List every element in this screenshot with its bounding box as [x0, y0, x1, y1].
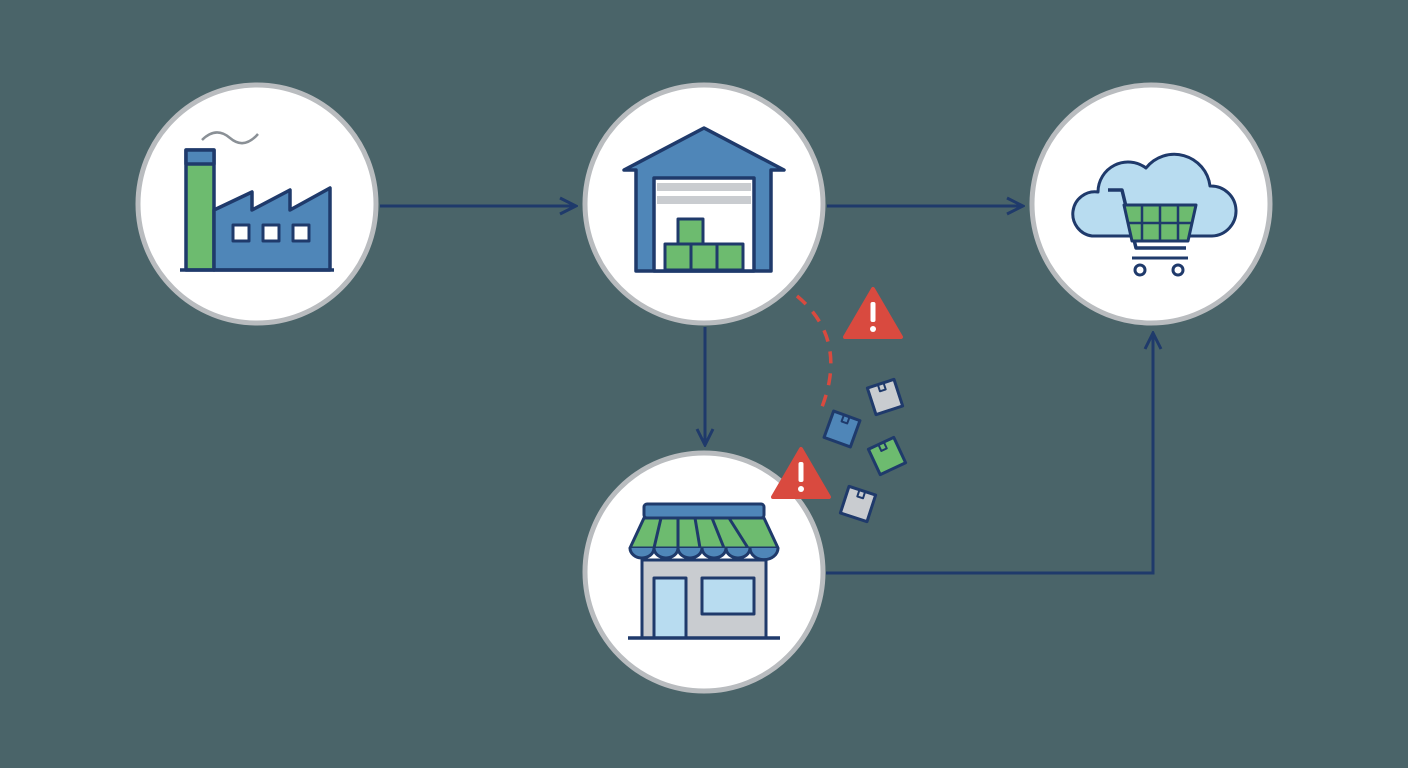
cloud-shopping-cart-icon — [1071, 152, 1238, 277]
node-online-store — [1029, 82, 1273, 326]
package-icon — [866, 435, 908, 477]
package-icon — [822, 409, 862, 449]
disrupted-route — [795, 294, 833, 413]
warning-icon — [843, 287, 903, 339]
edge-store-online — [826, 333, 1153, 575]
package-icon — [865, 377, 905, 417]
package-icon — [838, 484, 878, 524]
warning-icon — [771, 447, 831, 499]
storefront-icon — [628, 502, 780, 640]
node-retail-store — [582, 450, 826, 694]
node-warehouse — [582, 82, 826, 326]
factory-icon — [180, 131, 334, 272]
node-factory — [135, 82, 379, 326]
warehouse-icon — [622, 126, 786, 273]
